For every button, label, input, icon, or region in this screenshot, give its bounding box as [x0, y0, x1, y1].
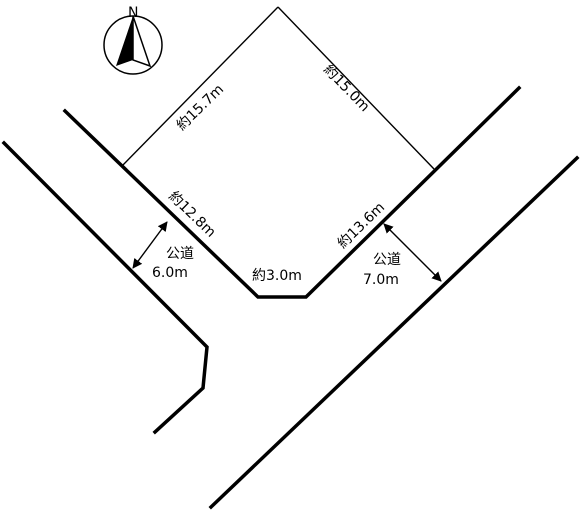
road-right-width-arrow: [383, 223, 442, 282]
compass-needle-dark: [116, 16, 133, 66]
north-compass-icon: N: [103, 5, 163, 75]
lot-label-top-right: 約15.0m: [320, 62, 372, 115]
lot-edge-top-right: [277, 6, 435, 170]
lot-label-top-left: 約15.7m: [174, 82, 227, 134]
road-left-width-arrow: [132, 221, 168, 269]
road-right-name: 公道: [373, 252, 401, 268]
road-left-outer-edge: [1, 140, 209, 435]
road-dimension-arrows: [132, 221, 442, 282]
lot-label-corner-cut: 約3.0m: [252, 268, 302, 284]
road-right-outer-edge: [208, 155, 580, 510]
roads: [1, 85, 580, 510]
road-right-width: 7.0m: [363, 272, 399, 288]
compass-north-letter: N: [128, 5, 138, 21]
road-left-name: 公道: [166, 246, 194, 262]
road-lot-side-edge: [62, 85, 522, 299]
road-left-width: 6.0m: [152, 265, 188, 281]
compass-needle-light: [132, 15, 152, 68]
lot-edge-top-left: [121, 6, 279, 167]
lot-boundary: [121, 6, 435, 170]
